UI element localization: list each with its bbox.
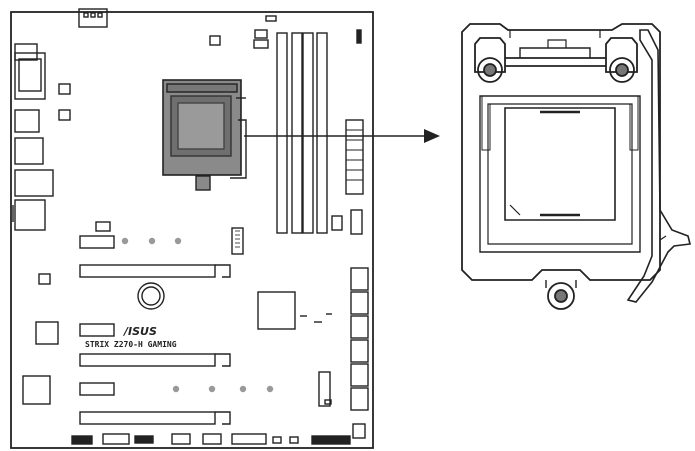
asus-logo: /ISUS: [122, 325, 157, 338]
motherboard-layout: [10, 8, 374, 449]
dimm-slot: [302, 32, 314, 234]
small-chip: [58, 109, 71, 121]
dimm-slot: [291, 32, 303, 234]
bottom-headers: [71, 433, 351, 445]
small-chip: [209, 35, 221, 46]
small-chip: [58, 83, 71, 95]
socket-screw: [477, 57, 503, 83]
callout-arrow: [244, 129, 440, 143]
fan-header-top: [265, 15, 277, 22]
socket-frame: [461, 23, 661, 281]
pcie-x1-slot: [79, 235, 115, 249]
cpu-socket-closeup: [461, 23, 691, 310]
pcie-x16-slot: [79, 353, 216, 367]
dimm-slot: [316, 32, 328, 234]
cmos-battery: [137, 282, 165, 310]
rear-io-panel: [12, 43, 54, 231]
socket-screw: [609, 57, 635, 83]
model-label: STRIX Z270-H GAMING: [85, 340, 177, 349]
cpu-socket-on-board: [162, 79, 247, 191]
load-lever: [626, 29, 691, 303]
pcie-x1-slot: [79, 382, 115, 396]
cpu-power-connector: [78, 8, 108, 28]
pcie-x16-slot: [79, 411, 216, 425]
chipset: [257, 291, 296, 330]
pcie-x16-slot: [79, 264, 216, 278]
atx-power-connector: [345, 119, 364, 195]
socket-screw: [547, 282, 575, 310]
dimm-slot: [276, 32, 288, 234]
dimm-slots: [276, 32, 328, 234]
sata-connectors: [350, 267, 369, 411]
